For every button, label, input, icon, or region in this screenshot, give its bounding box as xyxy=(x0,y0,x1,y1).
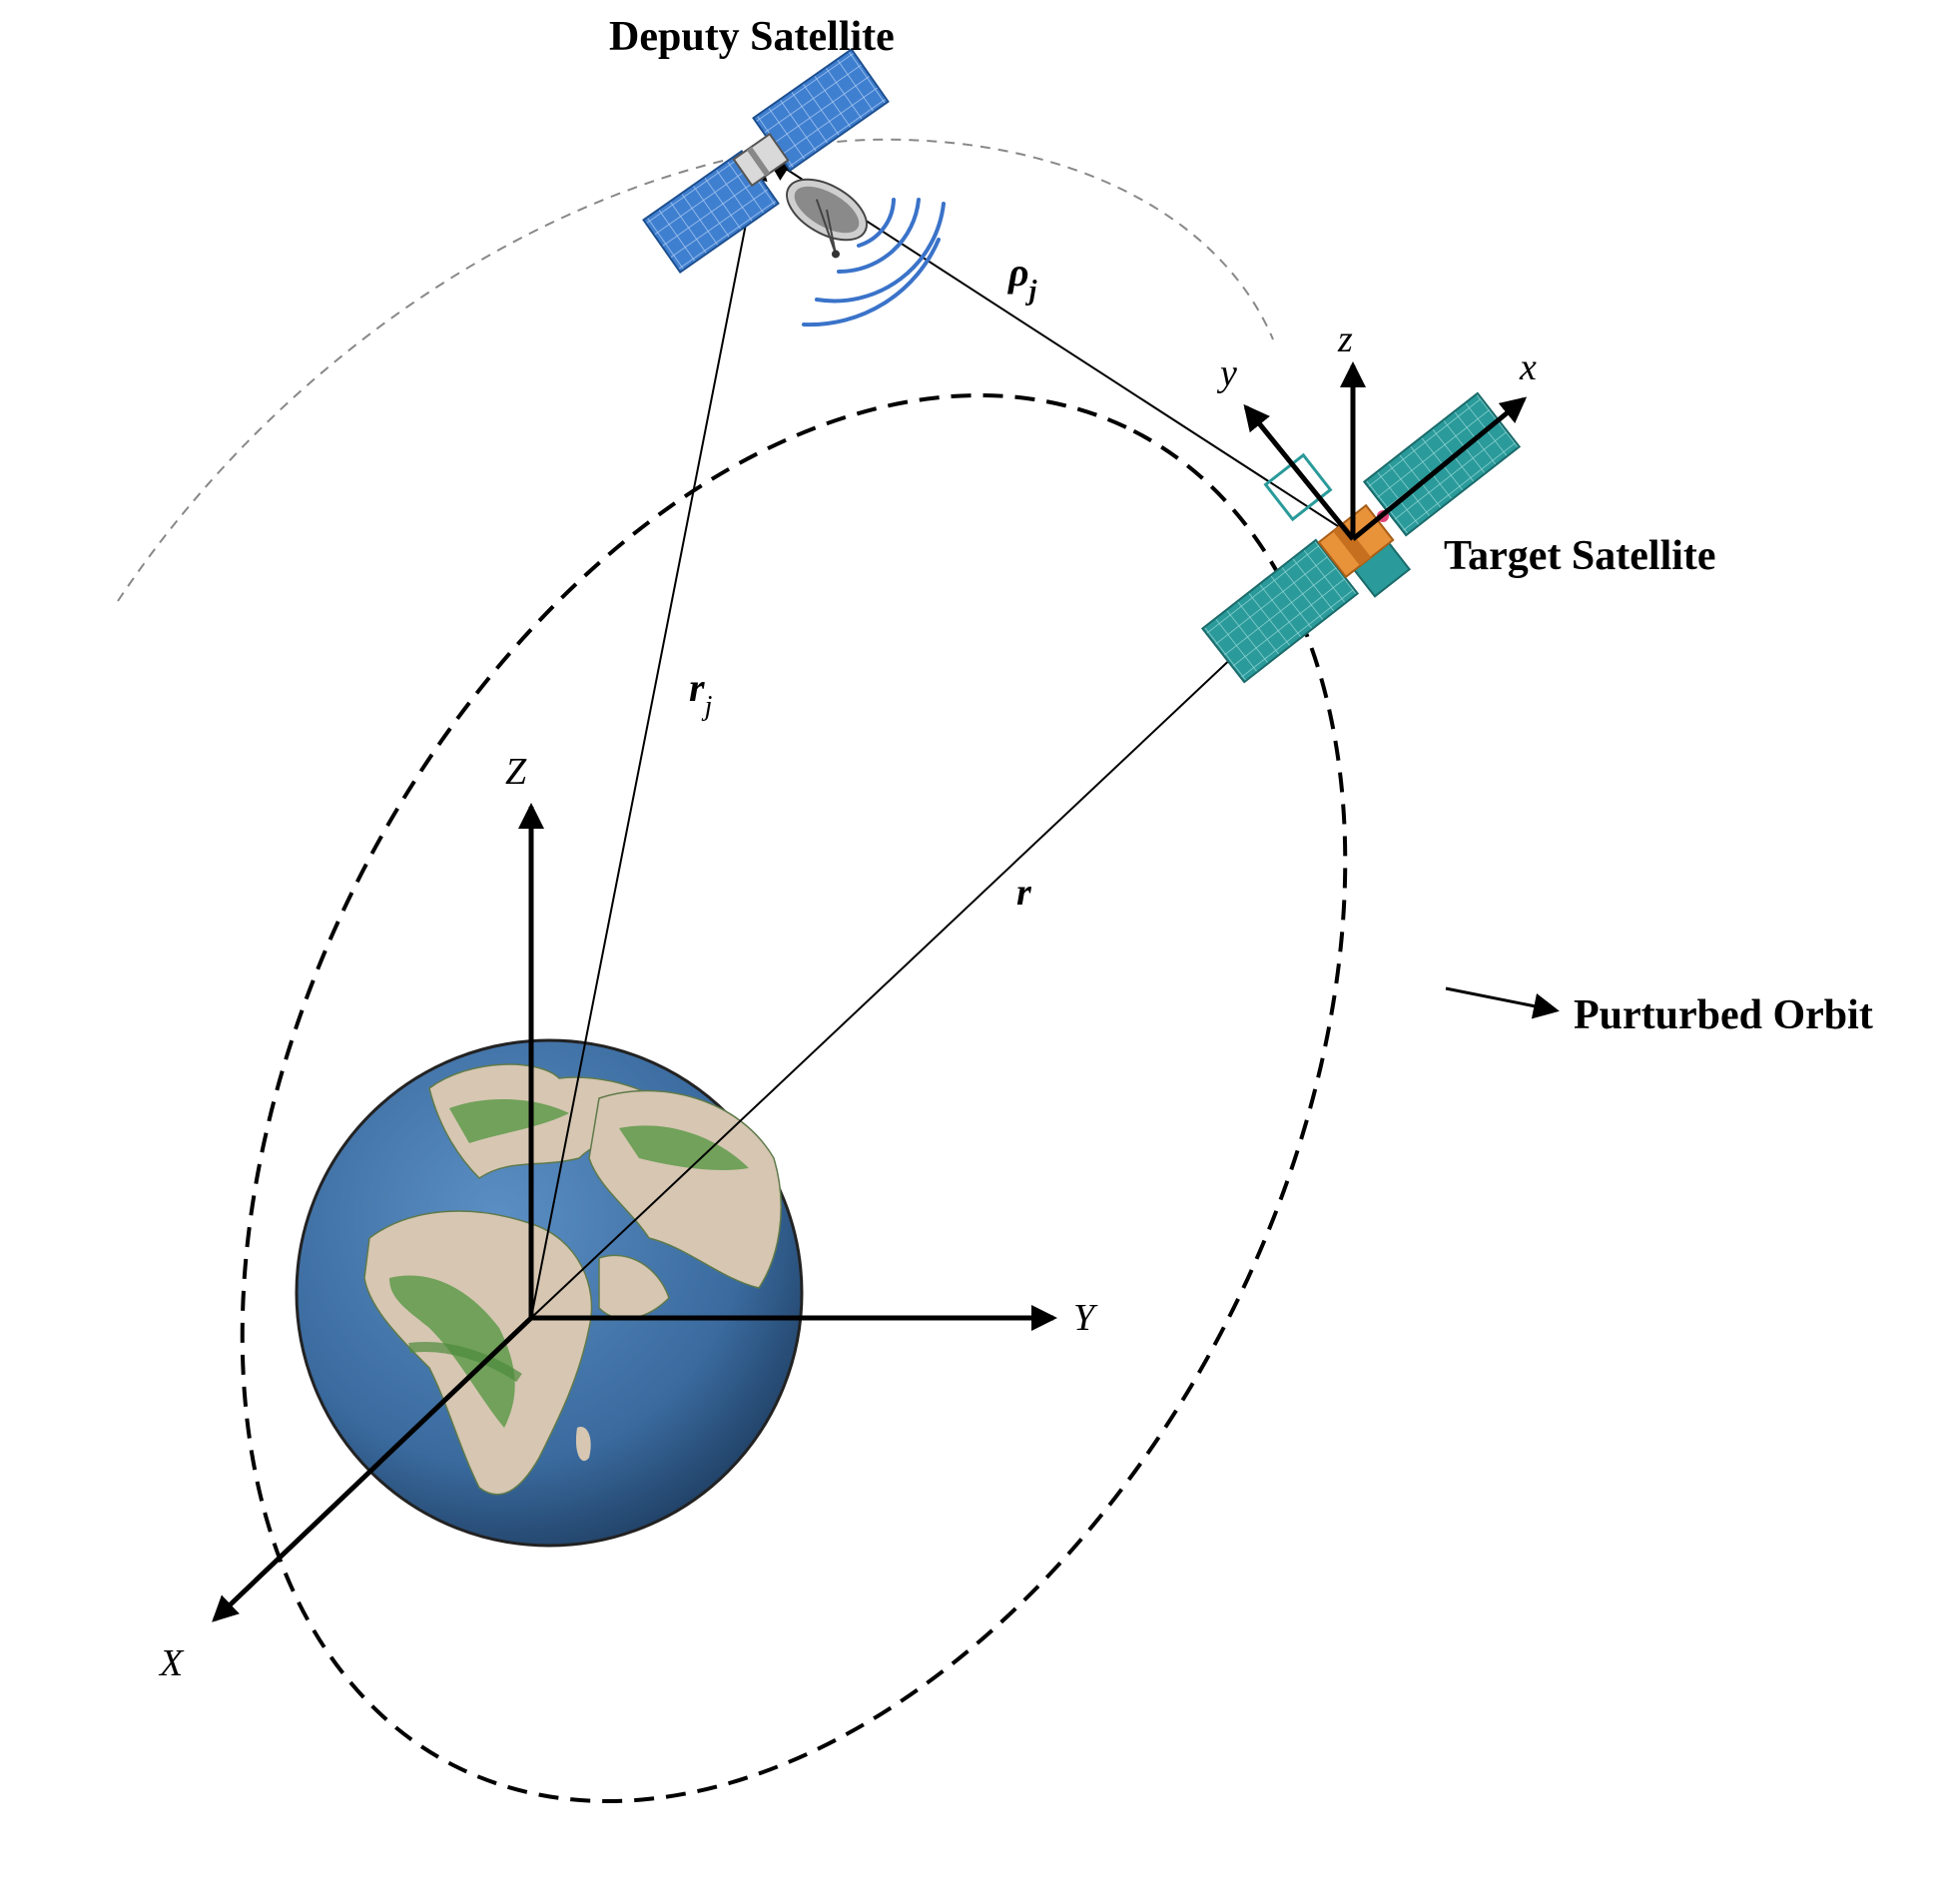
vector-label-r: r xyxy=(1016,872,1032,914)
vector-r xyxy=(530,536,1361,1319)
deputy-satellite-label: Deputy Satellite xyxy=(609,14,895,60)
signal-waves-icon xyxy=(802,198,946,327)
vector-label-r-j: rj xyxy=(689,665,713,722)
axis-label-y-local: y xyxy=(1216,352,1237,394)
perturbed-orbit xyxy=(240,392,1348,1804)
vector-r-j xyxy=(530,154,768,1319)
axis-label-Y: Y xyxy=(1073,1297,1098,1339)
axis-y-local xyxy=(1243,403,1355,541)
orbit-pointer-arrow xyxy=(1445,986,1560,1019)
axis-X xyxy=(212,1316,533,1622)
perturbed-orbit-label: Purturbed Orbit xyxy=(1574,992,1873,1038)
target-satellite-label: Target Satellite xyxy=(1444,533,1716,579)
deputy-satellite-icon xyxy=(642,47,890,275)
axis-label-x-local: x xyxy=(1519,346,1537,388)
axis-label-X: X xyxy=(158,1642,185,1684)
vector-label-rho-j: ρj xyxy=(1007,250,1037,307)
axis-x-local xyxy=(1351,396,1528,541)
axis-label-z-local: z xyxy=(1337,318,1353,360)
axis-label-Z: Z xyxy=(505,751,527,793)
